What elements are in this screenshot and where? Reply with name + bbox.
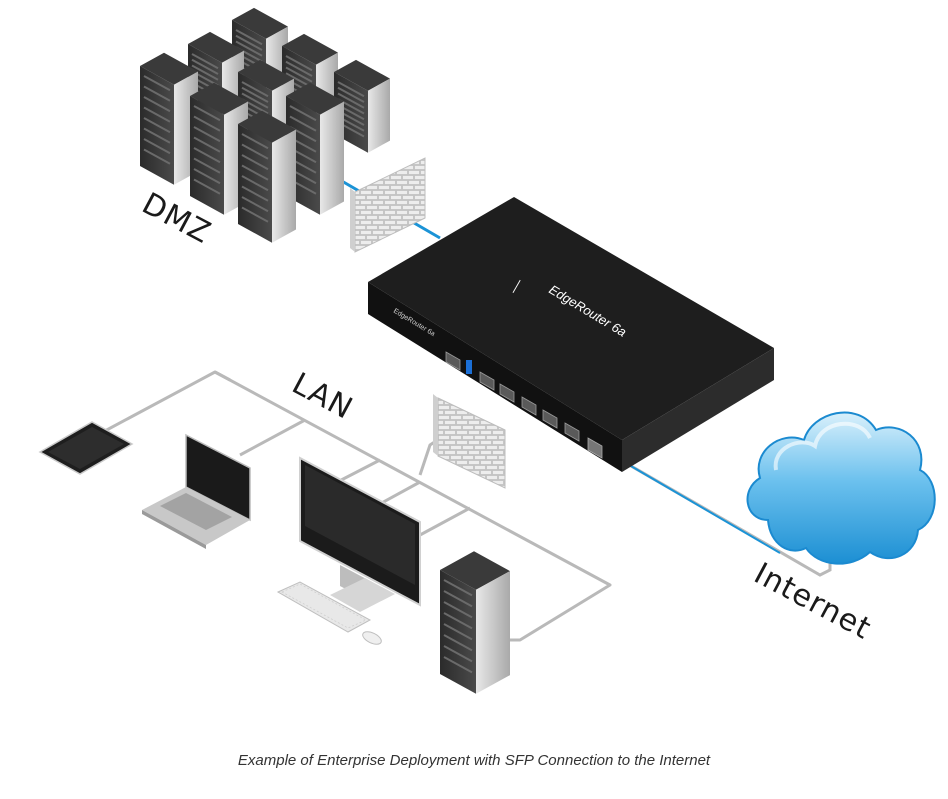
edgerouter-icon: │ EdgeRouter 6a EdgeRouter 6a <box>368 197 774 472</box>
router-ports <box>445 351 603 459</box>
mouse-icon <box>362 631 382 645</box>
keyboard-icon <box>276 581 372 633</box>
ethernet-port-icon <box>564 422 580 442</box>
desktop-monitor-icon <box>299 456 421 612</box>
server-rack-icon <box>440 551 510 694</box>
server-rack-icon <box>140 52 198 185</box>
sfp-port-icon <box>587 437 603 459</box>
figure-caption: Example of Enterprise Deployment with SF… <box>237 752 711 769</box>
laptop-icon <box>142 433 251 549</box>
cloud-icon <box>746 411 936 565</box>
lan-firewall-icon <box>433 394 506 489</box>
lan-server-icon <box>440 551 510 694</box>
ethernet-port-icon <box>479 371 495 391</box>
server-rack-icon <box>238 110 296 243</box>
dmz-firewall-icon <box>350 157 426 253</box>
ethernet-port-icon <box>499 383 515 403</box>
ethernet-port-icon <box>521 396 537 416</box>
usb-port-icon <box>466 360 472 374</box>
ethernet-port-icon <box>445 351 461 371</box>
dmz-server-cluster <box>140 7 390 243</box>
ethernet-port-icon <box>542 409 558 429</box>
tablet-icon <box>38 421 134 475</box>
